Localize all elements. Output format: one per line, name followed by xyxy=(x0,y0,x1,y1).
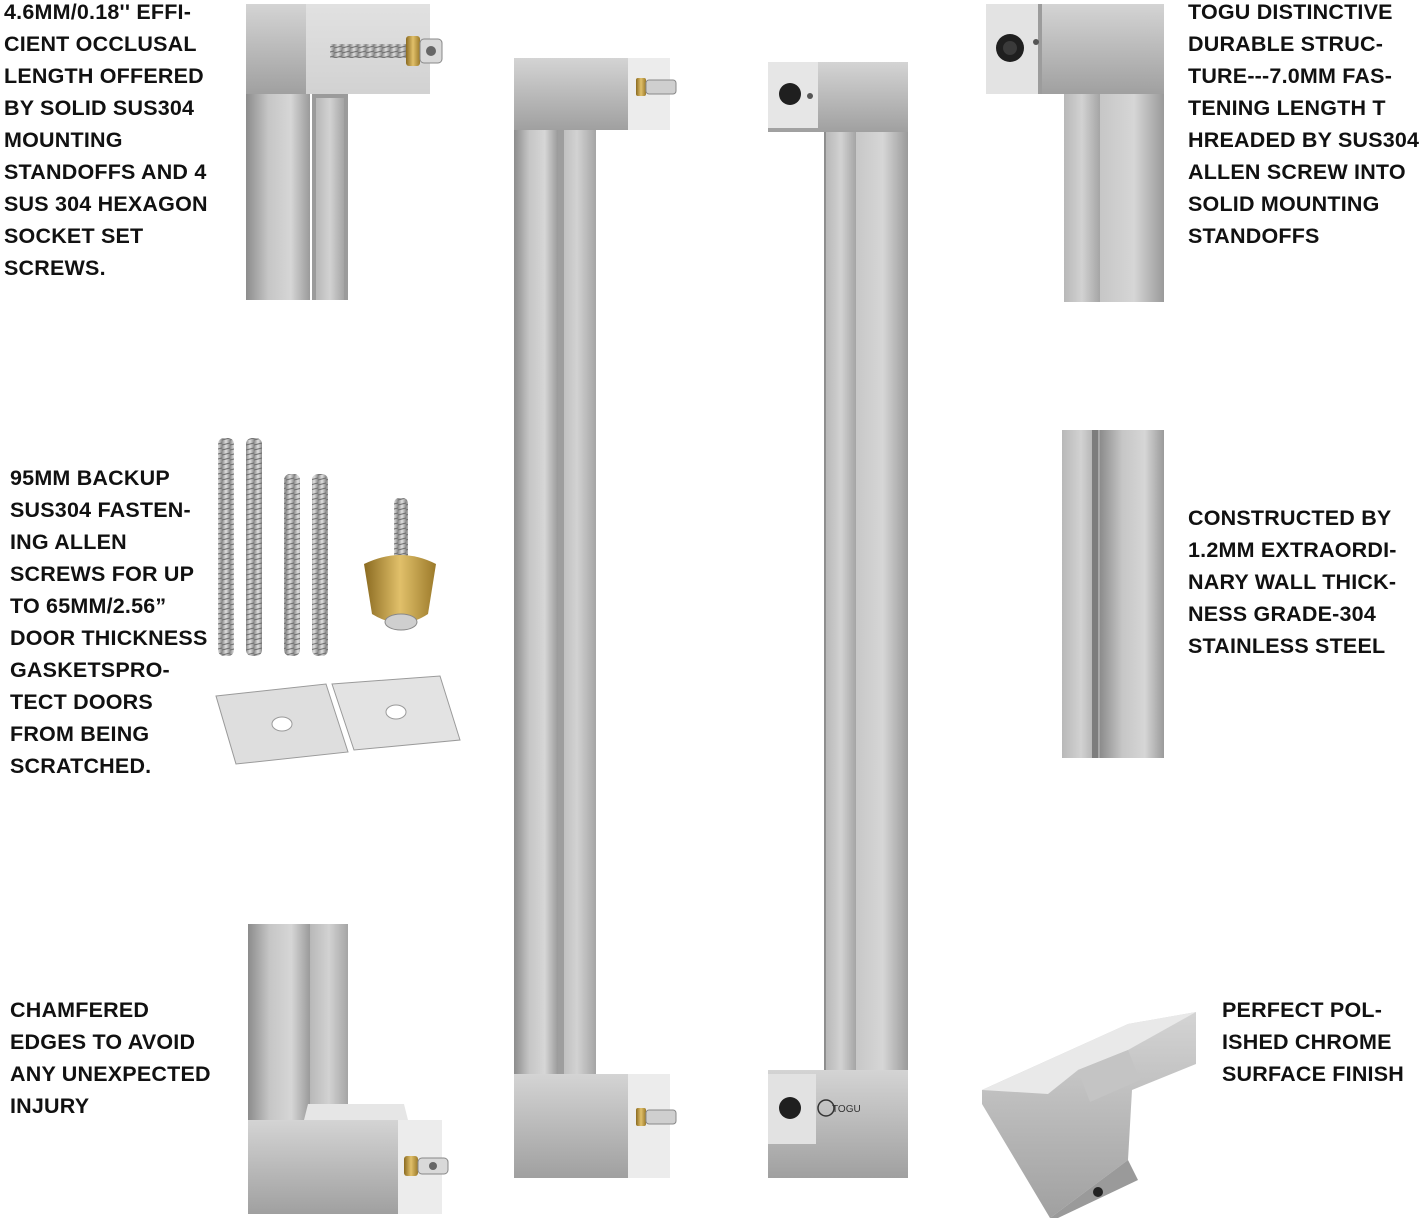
togu-logo-text: TOGU xyxy=(832,1104,861,1115)
caption-chrome-finish: PERFECT POL- ISHED CHROME SURFACE FINISH xyxy=(1222,998,1404,1086)
caption-chamfered-edges: CHAMFERED EDGES TO AVOID ANY UNEXPECTED … xyxy=(10,998,211,1118)
wall-thickness-detail xyxy=(1062,430,1164,758)
door-gaskets xyxy=(215,675,461,765)
caption-wall-thickness: CONSTRUCTED BY 1.2MM EXTRAORDI- NARY WAL… xyxy=(1188,506,1397,658)
togu-logo: TOGU xyxy=(817,1099,861,1117)
square-gasket-icon xyxy=(215,675,461,765)
caption-durable-structure: TOGU DISTINCTIVE DURABLE STRUC- TURE---7… xyxy=(1188,0,1420,248)
allen-screw-icon xyxy=(218,438,328,656)
handle-corner-screw-detail xyxy=(246,4,443,300)
brass-standoff-icon xyxy=(364,498,436,631)
caption-occlusal-length: 4.6MM/0.18'' EFFI- CIENT OCCLUSAL LENGTH… xyxy=(4,0,208,280)
allen-screw-icon xyxy=(330,36,443,66)
backup-screws-set xyxy=(218,438,436,656)
caption-backup-screws: 95MM BACKUP SUS304 FASTEN- ING ALLEN SCR… xyxy=(10,466,208,778)
door-handle-left xyxy=(514,58,677,1178)
handle-corner-end-detail xyxy=(986,4,1164,302)
chamfered-corner-detail xyxy=(248,924,449,1214)
allen-screw-icon xyxy=(404,1156,449,1176)
brass-standoff-icon xyxy=(636,78,677,1126)
door-handle-right: TOGU xyxy=(768,62,908,1178)
chrome-finish-detail xyxy=(982,1012,1196,1218)
